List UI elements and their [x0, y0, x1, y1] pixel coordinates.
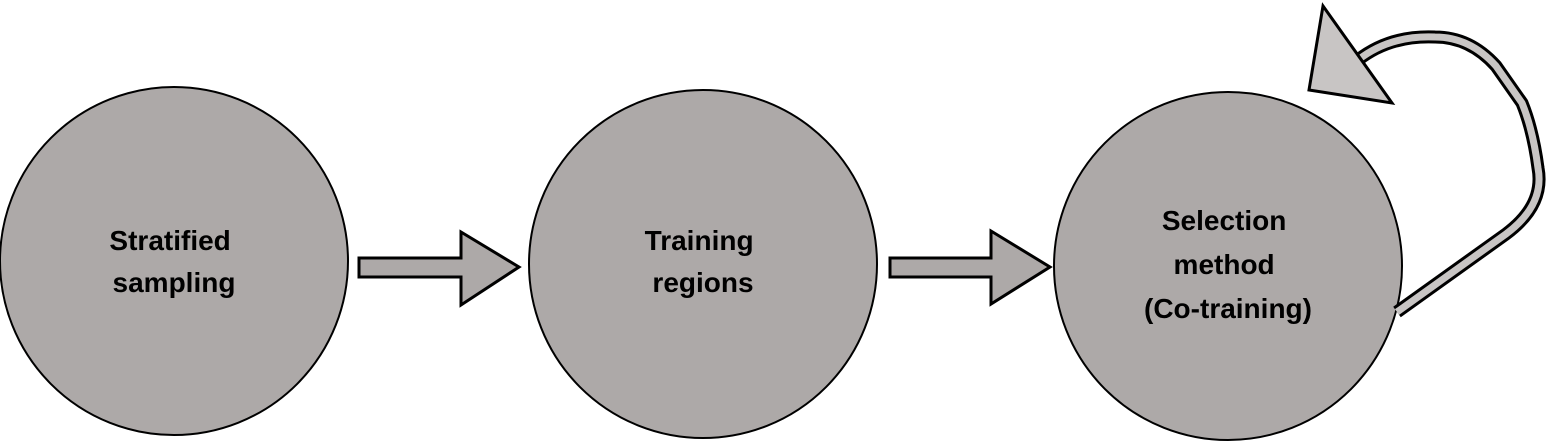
node-label: Training regions	[645, 225, 762, 298]
node-circle	[0, 86, 349, 436]
node-selection-method: Selection method (Co-training)	[1053, 91, 1403, 441]
node-circle	[528, 89, 878, 439]
self-loop-arrow	[1307, 2, 1546, 318]
node-label-line: Training	[645, 225, 754, 256]
node-label-line: sampling	[113, 267, 236, 298]
node-stratified-sampling: Stratified sampling	[0, 86, 349, 436]
node-label: Selection method (Co-training)	[1144, 205, 1312, 324]
flow-arrow	[888, 228, 1053, 307]
loop-arrow-head	[1307, 2, 1396, 106]
loop-arrow-body-fill	[1355, 33, 1543, 315]
node-label-line: method	[1174, 249, 1275, 280]
node-label-line: (Co-training)	[1144, 293, 1312, 324]
node-label-line: Selection	[1162, 205, 1286, 236]
flow-arrow	[357, 229, 522, 308]
node-label-line: regions	[652, 267, 753, 298]
node-label-line: Stratified	[109, 225, 230, 256]
node-circle	[1053, 91, 1403, 441]
node-label: Stratified sampling	[109, 225, 238, 298]
node-training-regions: Training regions	[528, 89, 878, 439]
